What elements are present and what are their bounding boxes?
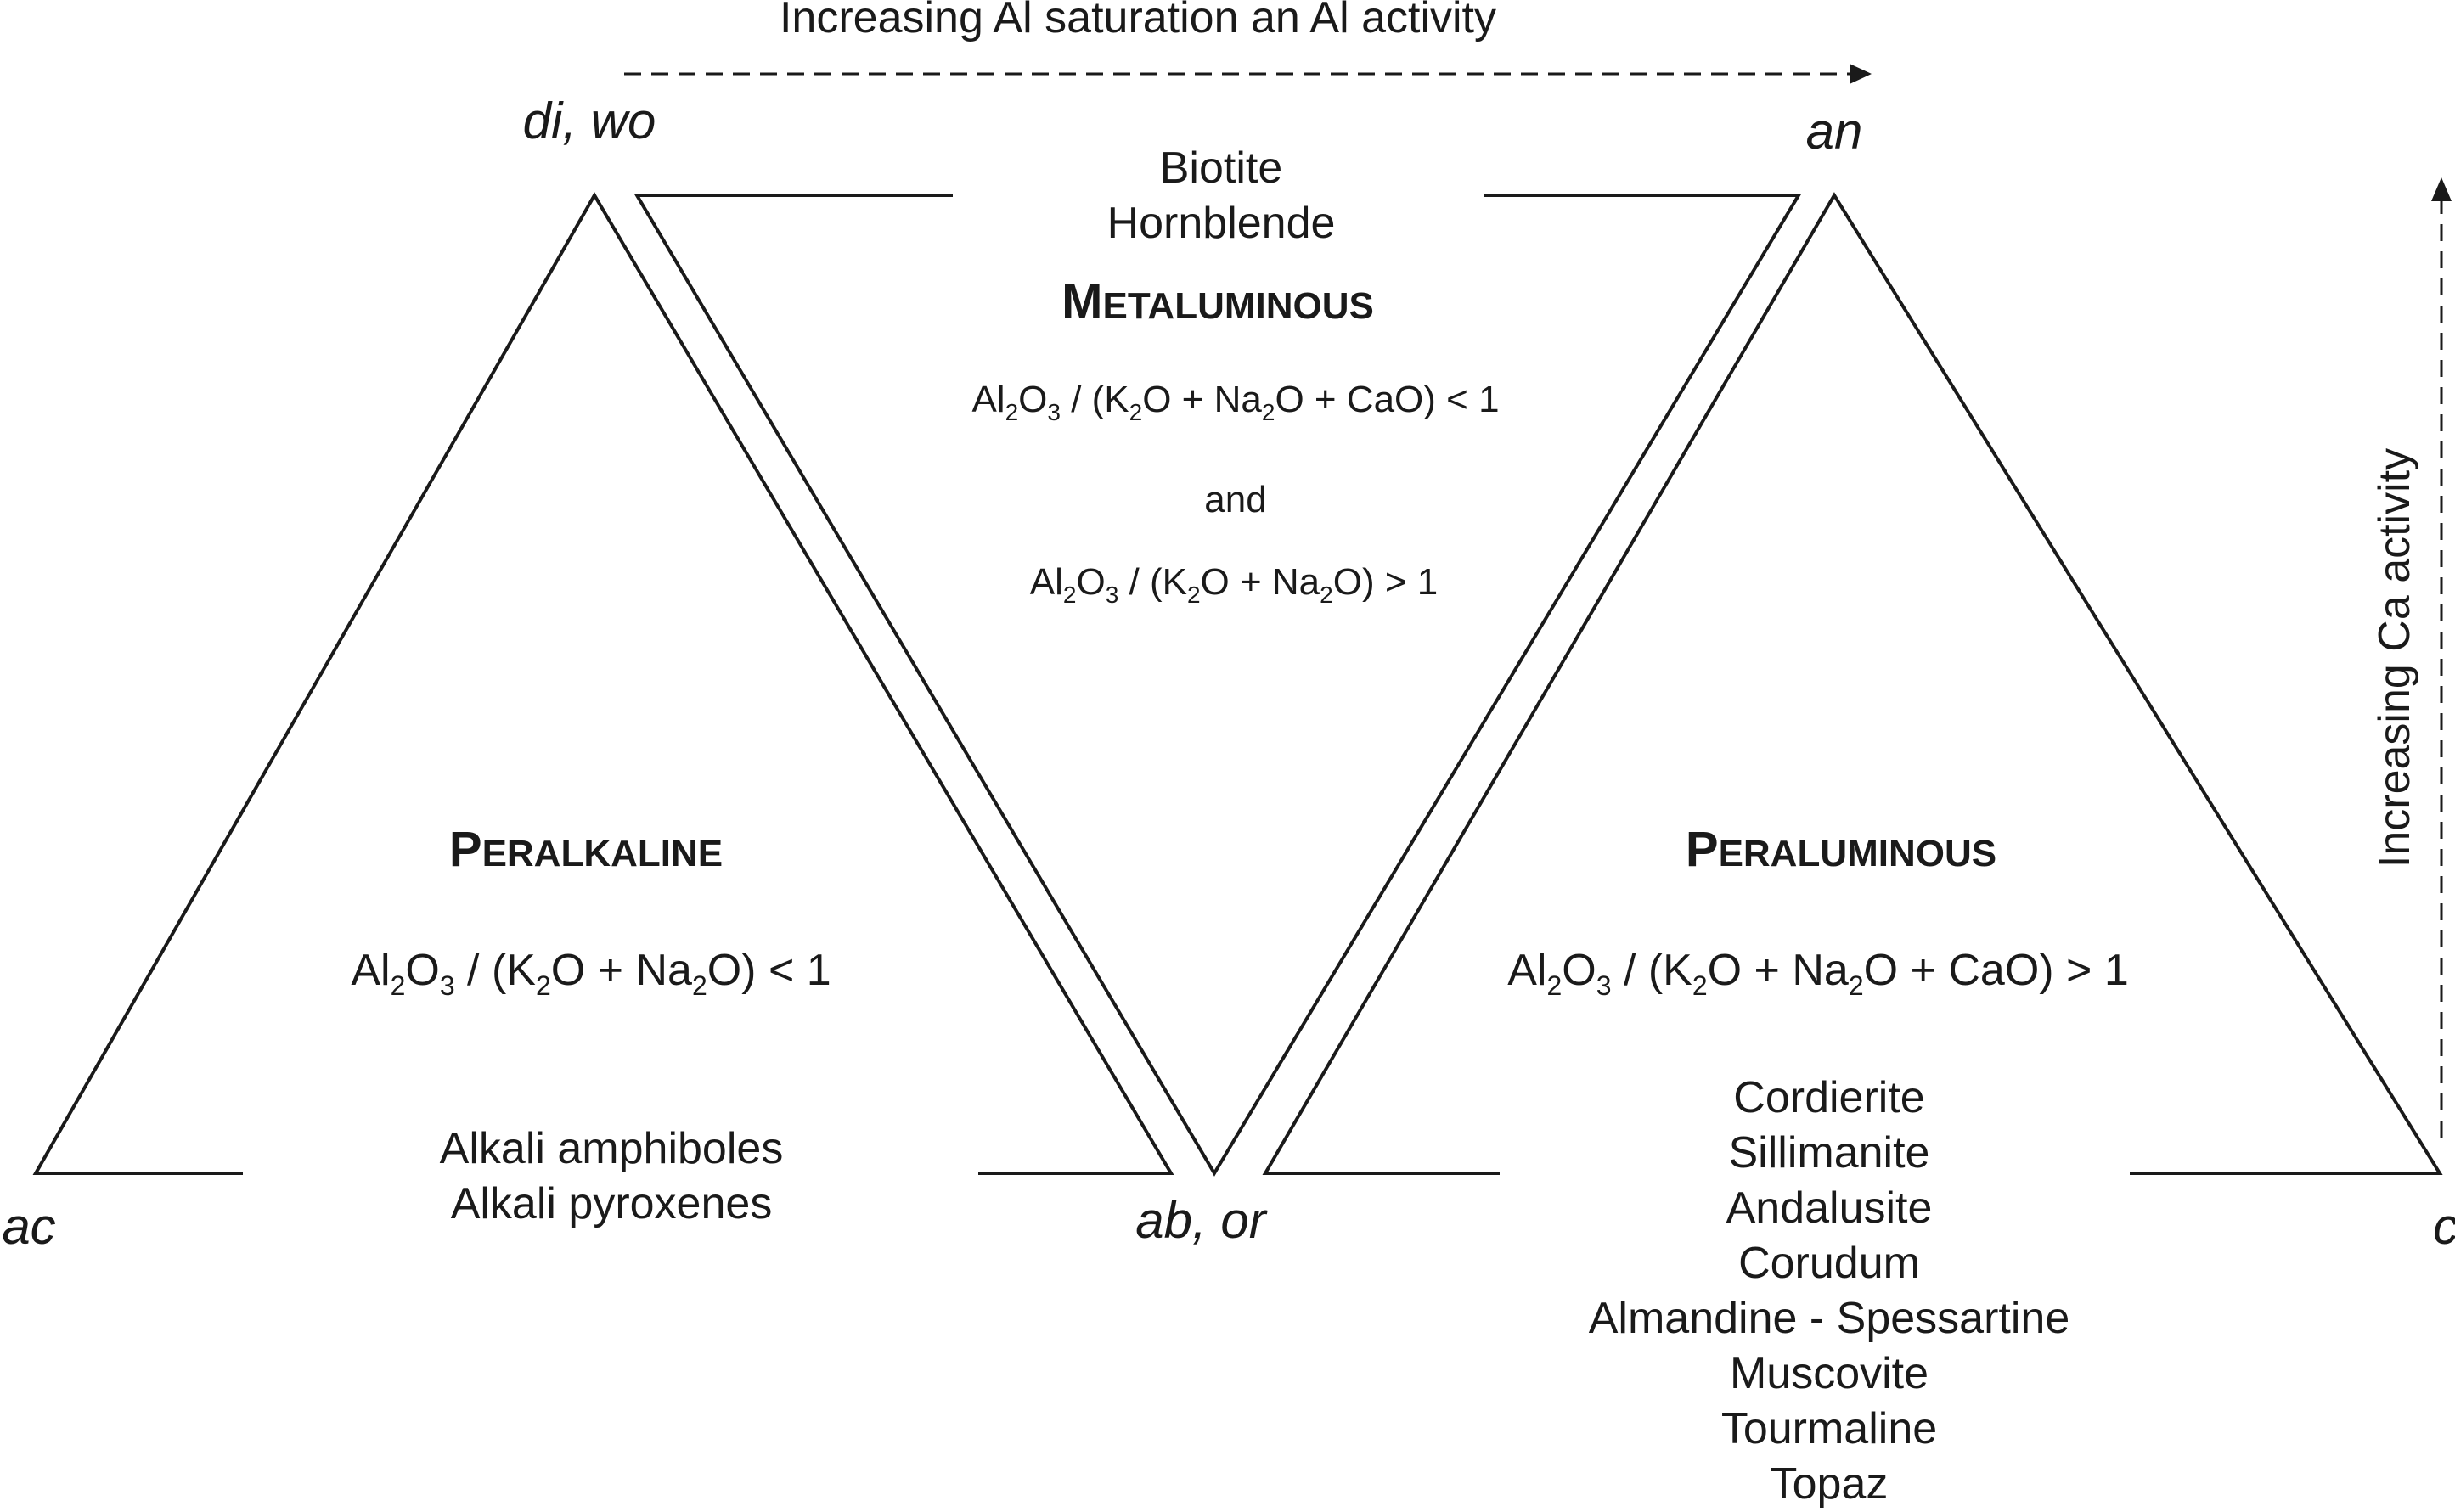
metaluminous-field-outline — [633, 194, 1802, 1177]
peraluminous-mineral: Topaz — [1771, 1459, 1889, 1509]
vertex-label-an: an — [1806, 103, 1863, 160]
peralkaline-mineral: Alkali amphiboles — [440, 1124, 784, 1173]
peraluminous-mineral: Sillimanite — [1729, 1128, 1930, 1178]
metaluminous-formula-1: Al2O3 / (K2O + Na2O + CaO) < 1 — [971, 379, 1499, 425]
metaluminous-formula-2: Al2O3 / (K2O + Na2O) > 1 — [1030, 561, 1438, 608]
ca-activity-arrowhead — [2431, 177, 2452, 201]
al-saturation-arrowhead — [1850, 64, 1872, 84]
peraluminous-mineral: Tourmaline — [1721, 1404, 1937, 1453]
metaluminous-title: METALUMINOUS — [1061, 274, 1374, 329]
peralkaline-title: PERALKALINE — [449, 822, 723, 877]
metaluminous-mineral: Hornblende — [1107, 199, 1336, 248]
vertex-label-ab-or: ab, or — [1135, 1192, 1267, 1249]
metaluminous-mineral: Biotite — [1160, 143, 1283, 193]
peraluminous-title: PERALUMINOUS — [1686, 822, 1996, 877]
peraluminous-mineral: Andalusite — [1726, 1183, 1933, 1233]
top-arrow-label: Increasing Al saturation an Al activity — [780, 0, 1496, 42]
peralkaline-field-outline — [32, 192, 1174, 1175]
peraluminous-formula: Al2O3 / (K2O + Na2O + CaO) > 1 — [1507, 946, 2129, 1001]
peraluminous-mineral: Muscovite — [1730, 1349, 1929, 1398]
peraluminous-mineral: Corudum — [1738, 1239, 1920, 1288]
vertex-label-c: c — [2433, 1198, 2455, 1255]
metaluminous-conjunction: and — [1204, 479, 1266, 520]
peraluminous-mineral: Almandine - Spessartine — [1589, 1294, 2070, 1343]
peraluminous-field-outline — [1262, 192, 2443, 1175]
peraluminous-mineral: Cordierite — [1733, 1073, 1924, 1122]
peralkaline-mineral: Alkali pyroxenes — [451, 1179, 773, 1228]
peralkaline-formula: Al2O3 / (K2O + Na2O) < 1 — [351, 946, 831, 1001]
vertex-label-di-wo: di, wo — [523, 93, 656, 149]
vertex-label-ac: ac — [2, 1198, 55, 1255]
right-arrow-label: Increasing Ca activity — [2370, 448, 2419, 868]
